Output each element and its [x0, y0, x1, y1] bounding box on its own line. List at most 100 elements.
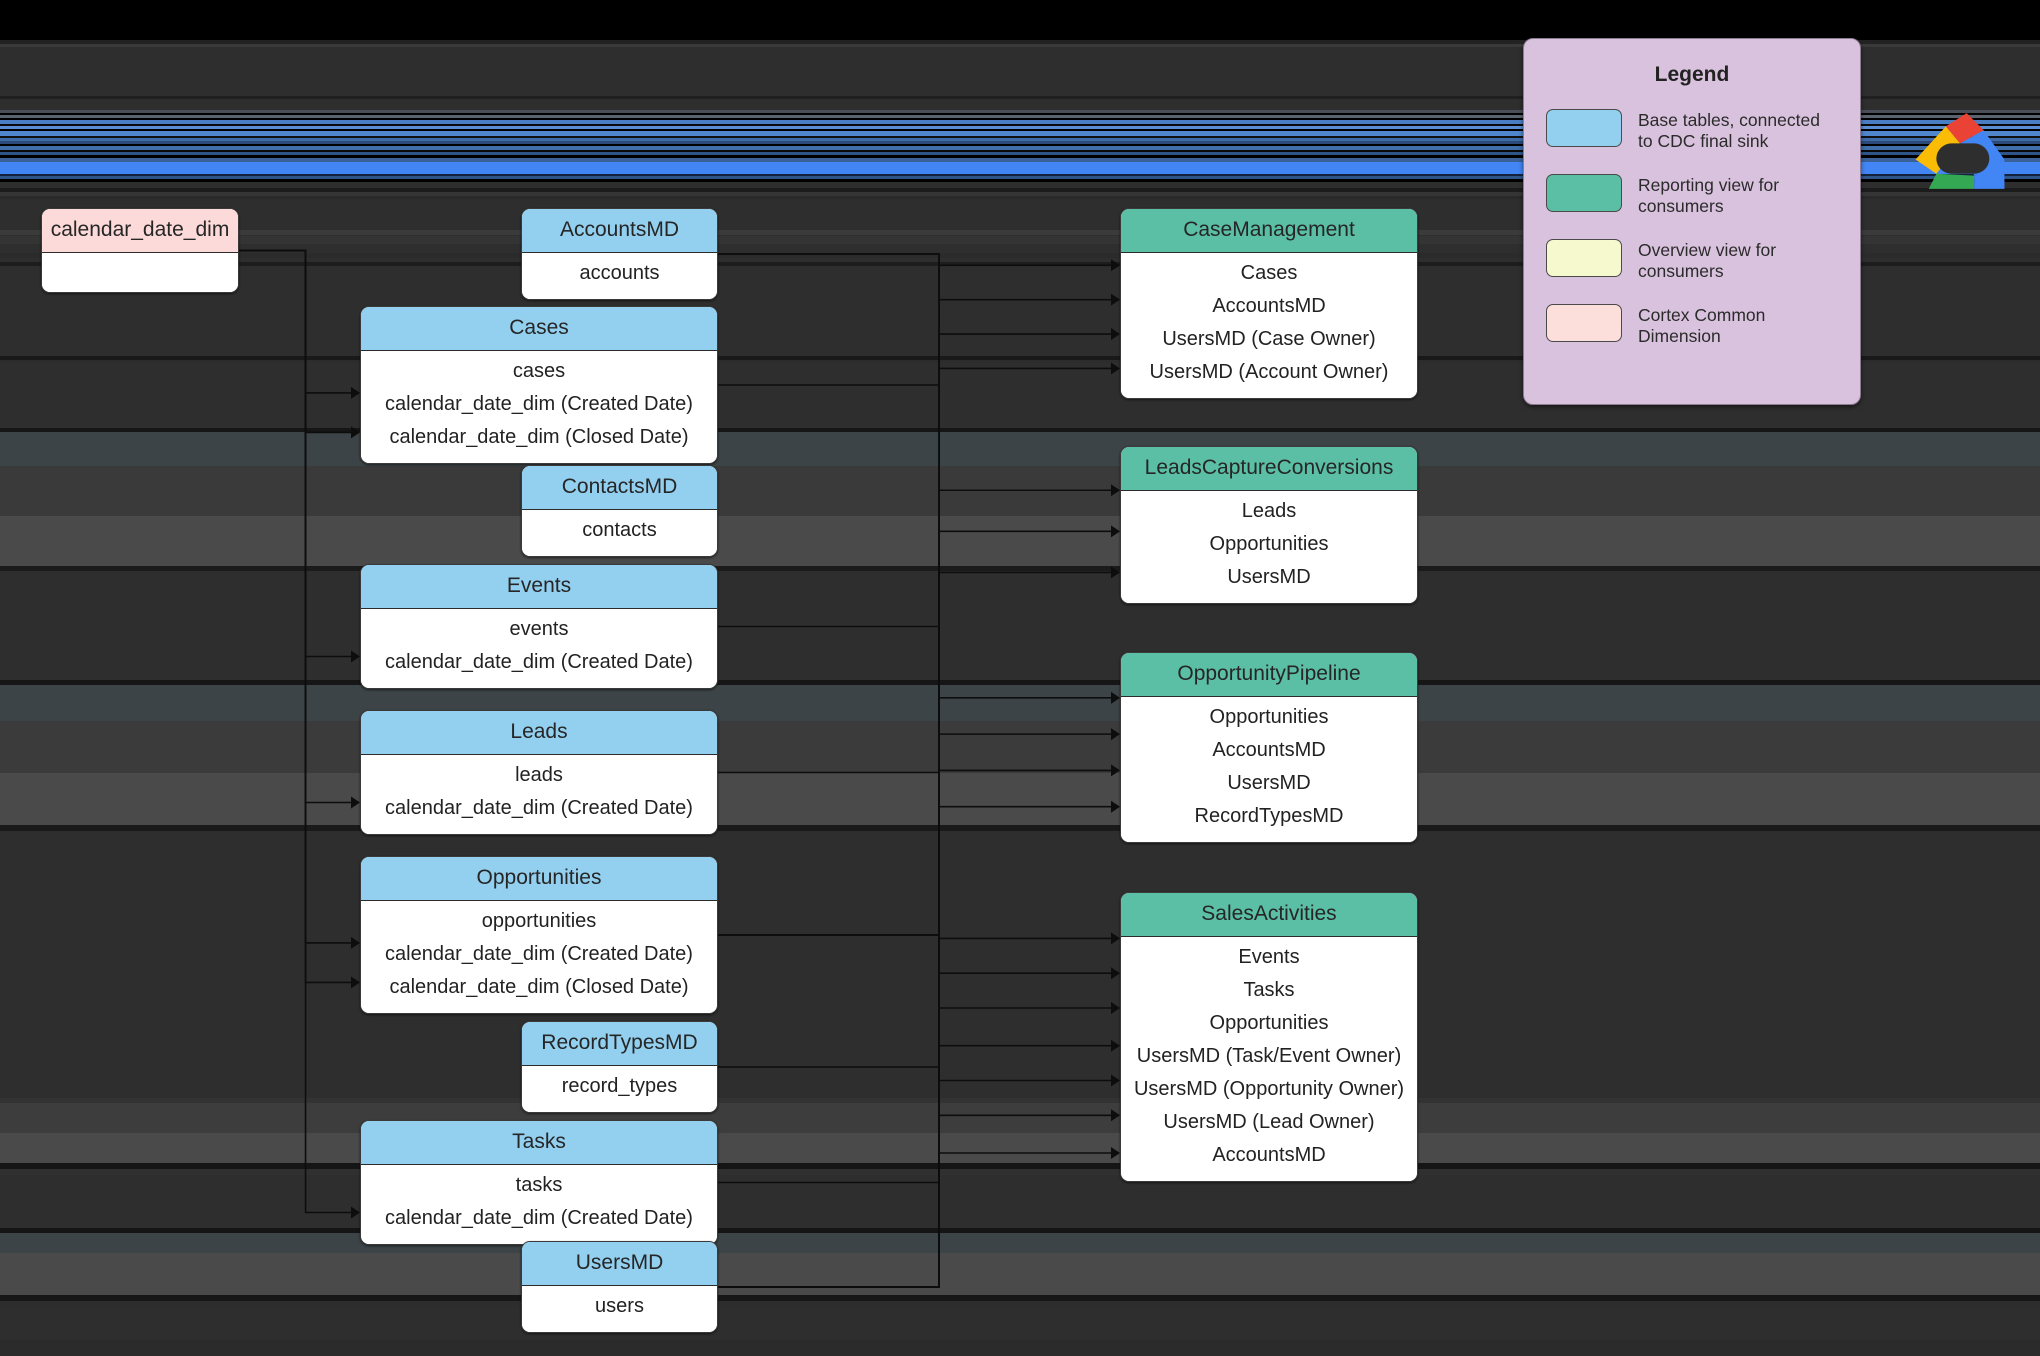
connector-line [718, 253, 1111, 301]
background-band [0, 685, 2040, 721]
background-band [0, 236, 2040, 244]
glitch-stripe [0, 176, 2040, 179]
entity-title: AccountsMD [522, 209, 717, 254]
entity-title: LeadsCaptureConversions [1121, 447, 1417, 492]
connector-arrowhead [1111, 293, 1120, 306]
connector-line [718, 769, 1111, 1288]
entity-field [42, 257, 238, 283]
glitch-stripe [0, 118, 2040, 120]
background-band [0, 516, 2040, 566]
entity-title: Leads [361, 711, 717, 756]
glitch-stripe [0, 141, 2040, 144]
entity-field: Opportunities [1209, 1012, 1329, 1035]
entity-field: AccountsMD [1212, 1144, 1326, 1167]
entity-field: UsersMD (Opportunity Owner) [1133, 1078, 1405, 1101]
google-cloud-logo [1915, 113, 2005, 189]
dimension-box-calendar-date-dim[interactable]: calendar_date_dim [41, 208, 239, 294]
glitch-stripe [0, 144, 2040, 146]
entity-field-list [42, 253, 238, 293]
connector-line [718, 805, 1111, 1068]
entity-field-list: record_types [522, 1066, 717, 1113]
connector-arrowhead [351, 650, 360, 663]
entity-field: UsersMD [1227, 772, 1311, 795]
glitch-stripe [0, 129, 2040, 131]
legend-title: Legend [1654, 63, 1730, 86]
glitch-stripe [0, 120, 2040, 124]
reporting-view-swatch [1546, 174, 1622, 212]
glitch-stripe [0, 115, 2040, 118]
base-table-swatch [1546, 109, 1622, 147]
glitch-stripe [0, 174, 2040, 176]
legend-rows: Base tables, connected to CDC final sink… [1546, 109, 1838, 347]
glitch-stripe [0, 126, 2040, 129]
glitch-stripe [0, 138, 2040, 141]
entity-field: Tasks [1243, 979, 1295, 1002]
entity-title: SalesActivities [1121, 893, 1417, 938]
entity-field: Cases [1240, 262, 1298, 285]
connector-line [718, 264, 1111, 386]
legend-item: Base tables, connected to CDC final sink [1546, 109, 1838, 152]
entity-field: calendar_date_dim (Created Date) [385, 797, 693, 820]
connector-arrowhead [1111, 362, 1120, 375]
entity-field: calendar_date_dim (Created Date) [385, 393, 693, 416]
legend-item-label: Base tables, connected to CDC final sink [1638, 110, 1820, 151]
entity-title: RecordTypesMD [522, 1022, 717, 1067]
connector-arrowhead [351, 936, 360, 949]
background-band [0, 1295, 2040, 1301]
background-band [0, 566, 2040, 571]
entity-field: calendar_date_dim (Closed Date) [389, 976, 689, 999]
background-band [0, 188, 2040, 192]
legend-item-label: Overview view for consumers [1638, 240, 1777, 281]
background-band [0, 1233, 2040, 1253]
entity-field: Events [1238, 946, 1300, 969]
background-band [0, 1253, 2040, 1295]
entity-field: events [509, 618, 569, 641]
glitch-stripe [0, 150, 2040, 152]
connector-line [239, 249, 351, 944]
connector-arrowhead [1111, 1074, 1120, 1087]
glitch-stripe [0, 131, 2040, 136]
legend-item: Reporting view for consumers [1546, 174, 1838, 217]
entity-field: calendar_date_dim (Created Date) [385, 943, 693, 966]
entity-field: calendar_date_dim (Closed Date) [389, 426, 689, 449]
connector-arrowhead [1111, 328, 1120, 341]
entity-field: calendar_date_dim (Created Date) [385, 651, 693, 674]
entity-title: UsersMD [522, 1242, 717, 1287]
legend-panel: Legend Base tables, connected to CDC fin… [1523, 38, 1861, 405]
glitch-stripe [0, 124, 2040, 126]
background-band [0, 196, 2040, 199]
entity-title: calendar_date_dim [42, 209, 238, 254]
entity-field: tasks [515, 1174, 563, 1197]
connector-arrowhead [1111, 967, 1120, 980]
background-band [0, 432, 2040, 466]
entity-field: UsersMD (Case Owner) [1162, 328, 1376, 351]
entity-title: OpportunityPipeline [1121, 653, 1417, 698]
background-band [0, 721, 2040, 773]
glitch-stripe [0, 152, 2040, 155]
connector-arrowhead [351, 386, 360, 399]
glitch-stripe [0, 110, 2040, 113]
entity-field: RecordTypesMD [1194, 805, 1344, 828]
background-band [0, 1103, 2040, 1133]
connector-line [718, 934, 1111, 1009]
entity-title: Cases [361, 307, 717, 352]
cortex-dimension-swatch [1546, 304, 1622, 342]
entity-field-list: accounts [522, 253, 717, 300]
